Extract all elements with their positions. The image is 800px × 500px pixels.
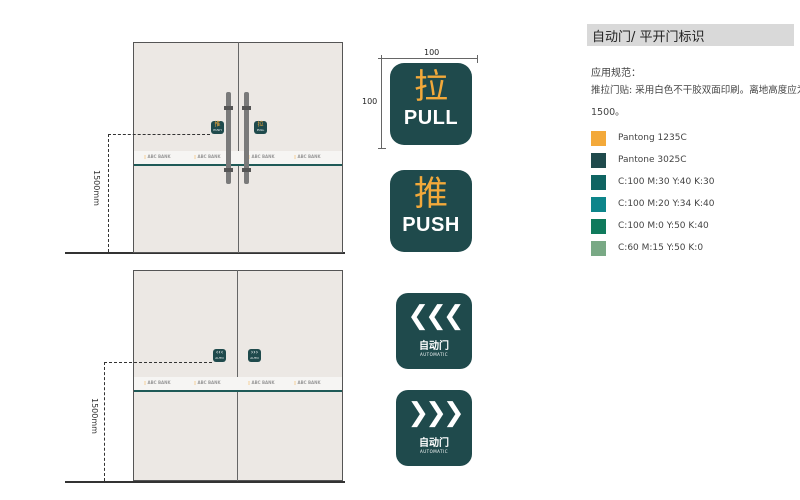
handle-mount (224, 106, 233, 110)
door-band-bottom (134, 377, 342, 390)
handle-mount (242, 106, 251, 110)
install-height-guide (108, 134, 210, 135)
band-logo: ▯ ABC BANK (194, 154, 221, 159)
ground-line-top (65, 252, 345, 254)
sign-auto-right-zh: 自动门 (419, 438, 449, 449)
sign-auto-right-en: AUTOMATIC (419, 449, 449, 454)
color-swatch (591, 175, 606, 190)
sign-pull-zh: 拉 (414, 67, 448, 107)
spec-line-2: 1500。 (591, 107, 625, 118)
install-height-guide (104, 362, 212, 363)
band-logo: ▯ ABC BANK (144, 380, 171, 385)
install-height-guide (108, 134, 109, 252)
sign-push-en: PUSH (402, 214, 460, 236)
band-logo: ▯ ABC BANK (194, 380, 221, 385)
sign-auto-left-zh: 自动门 (419, 341, 449, 352)
color-swatch (591, 197, 606, 212)
door-band-top (134, 151, 342, 164)
band-logo: ▯ ABC BANK (144, 154, 171, 159)
sign-push-zh: 推 (414, 174, 448, 214)
color-swatch-label: C:100 M:0 Y:50 K:40 (618, 221, 709, 231)
dimension-line-height (381, 58, 382, 148)
sign-auto-left-en: AUTOMATIC (419, 352, 449, 357)
dimension-tick (477, 55, 478, 63)
sign-push: 推 PUSH (390, 170, 472, 252)
header-bar (587, 24, 794, 46)
sign-pull-en: PULL (403, 107, 459, 129)
arrow-right-icon: ❯❯❯ (407, 398, 464, 428)
sign-pull: 拉 PULL (390, 63, 472, 145)
dimension-tick (378, 148, 386, 149)
spec-heading: 应用规范： (591, 68, 641, 79)
band-logo: ▯ ABC BANK (248, 154, 275, 159)
dimension-tick (378, 58, 386, 59)
door-bottom (133, 270, 343, 481)
door-split-top (238, 42, 239, 253)
page-title: 自动门/ 平开门标识 (592, 30, 705, 45)
sign-auto-right: ❯❯❯ 自动门 AUTOMATIC (396, 390, 472, 466)
door-band-line-bottom (134, 390, 342, 392)
color-swatch (591, 219, 606, 234)
install-height-label: 1500mm (92, 170, 101, 206)
color-swatch (591, 153, 606, 168)
door-split-bottom (237, 270, 238, 481)
color-swatch-label: C:100 M:30 Y:40 K:30 (618, 177, 715, 187)
install-height-guide (104, 362, 105, 481)
handle-mount (242, 168, 251, 172)
color-swatch-label: C:60 M:15 Y:50 K:0 (618, 243, 704, 253)
mini-sign-auto-left: ‹‹‹AUTO (213, 349, 226, 362)
sign-auto-left: ❮❮❮ 自动门 AUTOMATIC (396, 293, 472, 369)
color-swatch-label: C:100 M:20 Y:34 K:40 (618, 199, 715, 209)
color-swatch (591, 131, 606, 146)
band-logo: ▯ ABC BANK (294, 154, 321, 159)
install-height-label: 1500mm (90, 398, 99, 434)
dimension-line-width (381, 58, 477, 59)
ground-line-bottom (65, 481, 345, 483)
dimension-width-label: 100 (424, 48, 440, 57)
arrow-left-icon: ❮❮❮ (407, 301, 464, 331)
color-swatch-label: Pantone 3025C (618, 155, 687, 165)
mini-sign-auto-right: ›››AUTO (248, 349, 261, 362)
band-logo: ▯ ABC BANK (248, 380, 275, 385)
door-handle-left (226, 92, 231, 184)
dimension-height-label: 100 (362, 97, 378, 106)
color-swatch-label: Pantong 1235C (618, 133, 687, 143)
spec-line-1: 推拉门贴: 采用白色不干胶双面印刷。离地高度应为 (591, 85, 800, 96)
band-logo: ▯ ABC BANK (294, 380, 321, 385)
door-handle-right (244, 92, 249, 184)
color-swatch (591, 241, 606, 256)
handle-mount (224, 168, 233, 172)
door-band-line-top (134, 164, 342, 166)
